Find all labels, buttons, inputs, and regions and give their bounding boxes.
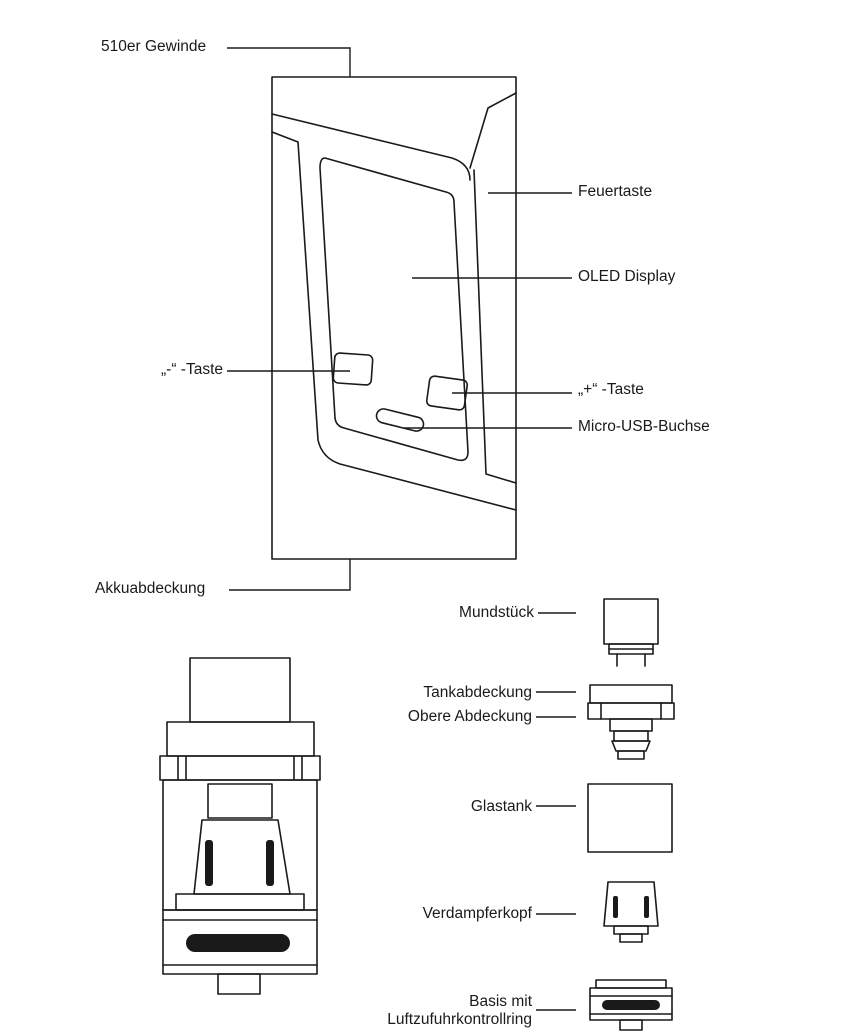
- part-mouthpiece: [603, 598, 659, 645]
- mod-left-rail: [271, 131, 517, 511]
- exploded-parts: [587, 598, 675, 1031]
- part-glass-tank: [587, 783, 673, 853]
- label-thread: 510er Gewinde: [101, 38, 207, 55]
- label-fire-button: Feuertaste: [578, 183, 653, 200]
- label-minus-button: „-“ -Taste: [161, 361, 223, 378]
- label-base-line2: Luftzufuhrkontrollring: [387, 1011, 532, 1028]
- label-oled-display: OLED Display: [578, 268, 676, 285]
- label-micro-usb: Micro-USB-Buchse: [578, 418, 710, 435]
- mod-fire-bevel: [469, 92, 517, 169]
- leader-thread: [227, 47, 351, 77]
- assembled-tank: [159, 657, 321, 995]
- oled-window: [319, 157, 469, 462]
- tank-top-cap: [166, 721, 315, 757]
- part-coil-head: [603, 881, 659, 927]
- tank-pin: [217, 973, 261, 995]
- label-mouthpiece: Mundstück: [459, 604, 534, 621]
- part-base: [595, 979, 667, 989]
- leader-battery: [229, 559, 351, 591]
- micro-usb-shape: [375, 408, 425, 432]
- plus-button-shape: [425, 375, 469, 411]
- label-tank-cover: Tankabdeckung: [423, 684, 532, 701]
- tank-chimney: [207, 783, 273, 819]
- label-coil-head: Verdampferkopf: [422, 905, 532, 922]
- tank-coil-base: [175, 893, 305, 911]
- label-battery-cover: Akkuabdeckung: [95, 580, 206, 597]
- label-base-line1: Basis mit: [469, 993, 532, 1010]
- tank-top-ring: [159, 755, 321, 781]
- label-plus-button: „+“ -Taste: [578, 381, 644, 398]
- mod-right-rail: [473, 169, 517, 484]
- mod-upper-diagonal: [271, 113, 471, 181]
- part-tank-cover: [589, 684, 673, 704]
- tank-drip-tip: [189, 657, 291, 723]
- label-top-cover: Obere Abdeckung: [407, 708, 532, 725]
- mod-leader-lines: [227, 47, 572, 591]
- label-glass-tank: Glastank: [470, 798, 532, 815]
- mod-body-outline: [271, 76, 517, 560]
- tank-glass: [162, 779, 318, 911]
- part-leader-lines: [536, 612, 576, 1011]
- mod-device: [271, 76, 517, 560]
- minus-button-shape: [332, 352, 374, 386]
